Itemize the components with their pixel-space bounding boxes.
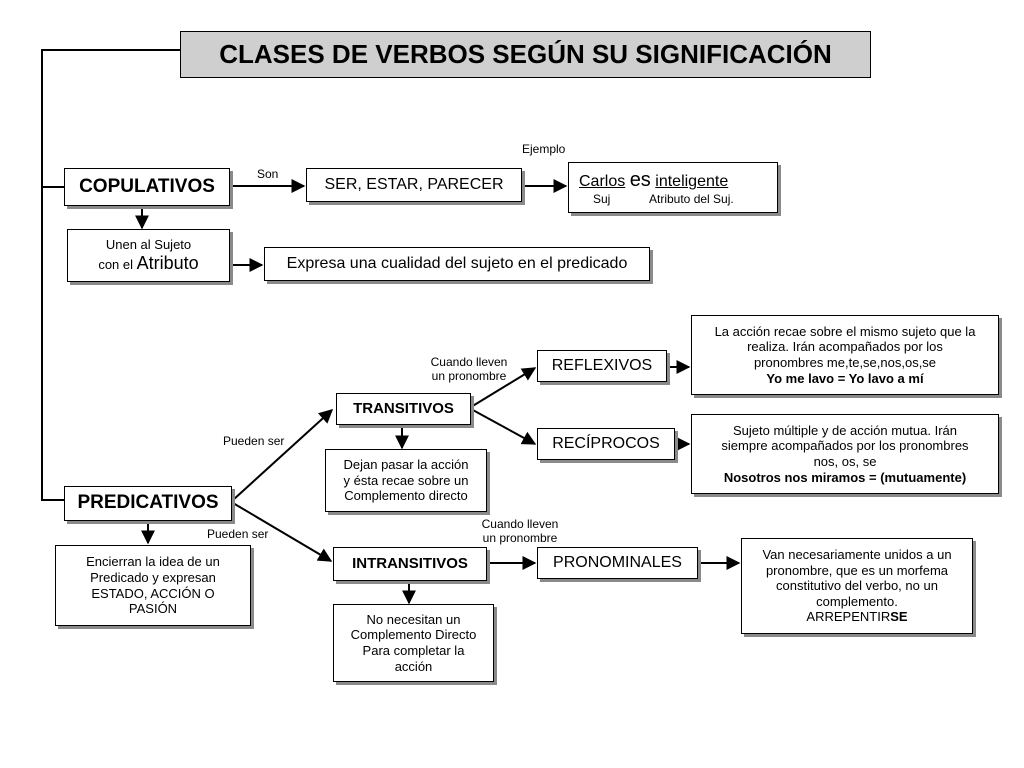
arrow-transitivos-reciprocos [470,408,537,445]
pronominales-example-suffix: SE [890,609,908,625]
intransitivos-label: INTRANSITIVOS [352,555,468,572]
example-verb: es [629,169,651,192]
reflexivos-desc-line: realiza. Irán acompañados por los [747,339,943,355]
verbs-box: SER, ESTAR, PARECER [306,168,522,202]
reflexivos-box: REFLEXIVOS [537,350,667,382]
pronominales-desc-line: constitutivo del verbo, no un [776,578,938,594]
pueden-ser-label: Pueden ser [207,527,269,541]
transitivos-desc-line: Complemento directo [344,488,468,504]
pronominales-box: PRONOMINALES [537,547,698,579]
reciprocos-box: RECÍPROCOS [537,428,675,460]
transitivos-label: TRANSITIVOS [353,400,454,417]
arrow-predicativos-transitivos [232,409,334,501]
unen-prefix: con el [98,256,134,272]
unen-line1: Unen al Sujeto [105,236,192,252]
predicativos-box: PREDICATIVOS [64,486,232,521]
reciprocos-desc-line: Sujeto múltiple y de acción mutua. Irán [732,422,957,438]
unen-atributo: Atributo [136,252,199,273]
reflexivos-example: Yo me lavo = Yo lavo a mí [766,370,924,386]
example-sentence: Carlos es inteligente [579,168,728,192]
expresa-label: Expresa una cualidad del sujeto en el pr… [286,255,628,273]
predicativos-desc-line: Encierran la idea de un [86,554,220,570]
example-sub-suj: Suj [593,192,611,207]
reciprocos-label: RECÍPROCOS [552,435,660,453]
arrow-transitivos-reflexivos [470,367,537,408]
reciprocos-desc-line: nos, os, se [813,454,877,469]
intransitivos-box: INTRANSITIVOS [333,547,487,581]
example-subject: Carlos [579,173,626,191]
copulativos-label: COPULATIVOS [79,175,215,197]
verbs-label: SER, ESTAR, PARECER [324,176,504,194]
example-box: Carlos es inteligente Suj Atributo del Su… [568,162,778,213]
cuando-lleven-label: Cuando lleven un pronombre [424,355,514,384]
reciprocos-desc-line: siempre acompañados por los pronombres [721,438,969,454]
example-sub-atributo: Atributo del Suj. [649,192,734,207]
copulativos-box: COPULATIVOS [64,168,230,206]
predicativos-desc-line: Predicado y expresan [90,569,216,585]
intransitivos-desc-line: Complemento Directo [350,627,477,643]
predicativos-desc-box: Encierran la idea de un Predicado y expr… [55,545,251,626]
ejemplo-label: Ejemplo [522,142,566,156]
transitivos-box: TRANSITIVOS [336,393,471,425]
reflexivos-desc-box: La acción recae sobre el mismo sujeto qu… [691,315,999,395]
intransitivos-desc-line: acción [394,658,433,674]
reflexivos-desc-line: La acción recae sobre el mismo sujeto qu… [714,323,976,339]
expresa-box: Expresa una cualidad del sujeto en el pr… [264,247,650,281]
bracket-line [41,49,180,501]
page-title: CLASES DE VERBOS SEGÚN SU SIGNIFICACIÓN [219,38,832,69]
son-label: Son [257,167,279,181]
unen-line2: con el Atributo [98,253,198,275]
reciprocos-example: Nosotros nos miramos = (mutuamente) [723,469,967,485]
unen-box: Unen al Sujeto con el Atributo [67,229,230,282]
pronominales-desc-line: pronombre, que es un morfema [765,562,949,578]
predicativos-label: PREDICATIVOS [77,492,219,514]
reflexivos-desc-line: pronombres me,te,se,nos,os,se [753,355,937,370]
reciprocos-desc-box: Sujeto múltiple y de acción mutua. Irán … [691,414,999,494]
transitivos-desc-line: Dejan pasar la acción [343,457,469,473]
predicativos-desc-line: ESTADO, ACCIÓN O [91,585,215,601]
pronominales-desc-box: Van necesariamente unidos a un pronombre… [741,538,973,634]
intransitivos-desc-line: No necesitan un [366,611,461,627]
cuando-lleven-line: Cuando lleven [430,355,508,369]
pronominales-label: PRONOMINALES [553,554,682,572]
pueden-ser-label: Pueden ser [223,434,285,448]
reflexivos-label: REFLEXIVOS [551,357,653,375]
cuando-lleven-line: Cuando lleven [481,517,559,531]
arrow-predicativos-intransitivos [232,502,333,562]
pronominales-desc-line: complemento. [816,593,898,609]
intransitivos-desc-line: Para completar la [362,643,465,658]
cuando-lleven-line: un pronombre [431,368,507,383]
example-sublabels: Suj Atributo del Suj. [579,192,734,206]
pronominales-example-root: ARREPENTIR [806,609,891,625]
predicativos-desc-line: PASIÓN [128,601,178,617]
cuando-lleven-line: un pronombre [482,530,558,545]
example-attribute: inteligente [655,173,729,191]
pronominales-example: ARREPENTIRSE [806,609,907,625]
title-box: CLASES DE VERBOS SEGÚN SU SIGNIFICACIÓN [180,31,871,78]
transitivos-desc-box: Dejan pasar la acción y ésta recae sobre… [325,449,487,512]
pronominales-desc-line: Van necesariamente unidos a un [762,547,952,563]
transitivos-desc-line: y ésta recae sobre un [343,472,469,488]
intransitivos-desc-box: No necesitan un Complemento Directo Para… [333,604,494,682]
cuando-lleven-label: Cuando lleven un pronombre [475,517,565,546]
